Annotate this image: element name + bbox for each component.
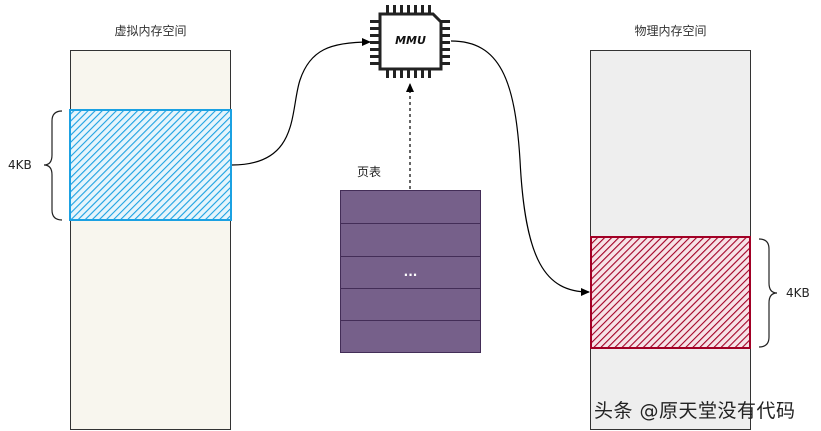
page-table-row (341, 191, 480, 224)
left-brace-icon (43, 110, 63, 221)
mmu-chip-icon (370, 5, 450, 78)
page-table: ... (340, 190, 481, 353)
physical-memory-title: 物理内存空间 (634, 24, 707, 38)
virtual-page-size-label: 4KB (8, 158, 32, 172)
physical-page (590, 236, 751, 349)
page-table-title: 页表 (357, 165, 382, 179)
page-table-row (341, 224, 480, 257)
page-table-ellipsis: ... (403, 265, 418, 279)
connector-mmu-to-physical (450, 40, 590, 296)
watermark: 头条 @原天堂没有代码 (594, 400, 796, 422)
page-table-row: ... (341, 257, 480, 289)
connector-virtual-to-mmu (231, 38, 371, 166)
virtual-page (69, 109, 232, 221)
mmu-label: MMU (395, 34, 426, 47)
physical-page-size-label: 4KB (786, 286, 810, 300)
right-brace-icon (758, 238, 778, 348)
page-table-row (341, 289, 480, 321)
virtual-memory-title: 虚拟内存空间 (114, 24, 187, 38)
